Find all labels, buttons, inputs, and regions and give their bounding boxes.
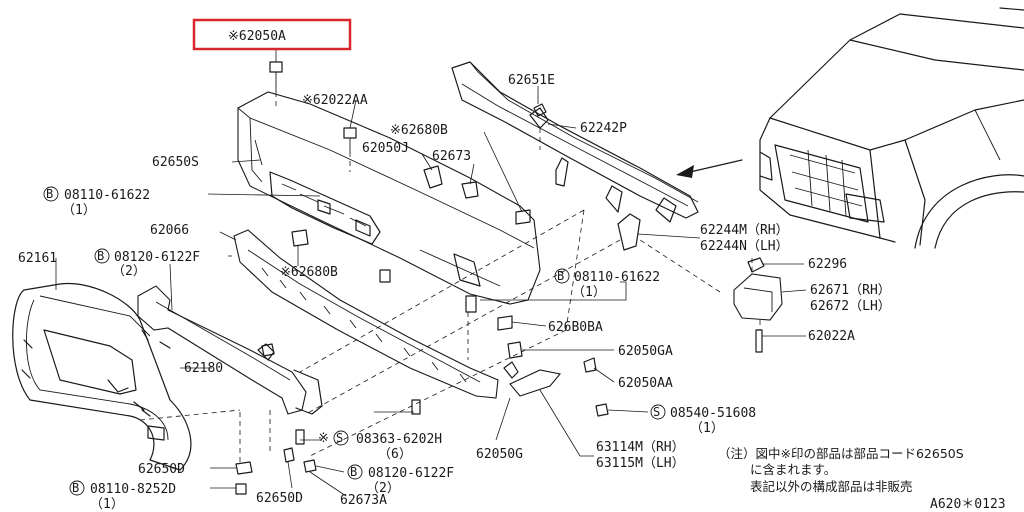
qty-08110-61622-right: （1） [572,285,606,300]
label-62671[interactable]: 62671（RH） [810,283,891,298]
screw-marker-s [650,404,666,420]
label-62022A[interactable]: 62022A [808,329,855,344]
bolt-marker-b [554,268,570,284]
label-62680B-mid[interactable]: ※62680B [280,265,338,280]
label-62650S[interactable]: 62650S [152,155,199,170]
label-08110-8252D[interactable]: 08110-8252D [90,482,176,497]
vehicle-illustration [759,7,1024,249]
label-62161[interactable]: 62161 [18,251,57,266]
footnote-line-2: に含まれます。 [750,462,836,477]
leader-lines [55,50,807,497]
qty-08540-51608: （1） [690,421,724,436]
label-62296[interactable]: 62296 [808,257,847,272]
bolt-marker-b [43,186,59,202]
grille-guard-frame [12,282,192,471]
fasteners [235,61,609,495]
footnote: （注）図中※印の部品は部品コード62650S に含まれます。 表記以外の構成部品… [718,446,1006,512]
label-62050J[interactable]: 62050J [362,141,409,156]
label-62050GA[interactable]: 62050GA [618,344,673,359]
label-08110-61622-left[interactable]: 08110-61622 [64,188,150,203]
part-labels: ※62050A ※62022AA 62651E 62242P ※62680B 6… [18,29,891,512]
label-08110-61622-right[interactable]: 08110-61622 [574,270,660,285]
label-62022AA[interactable]: ※62022AA [302,93,368,108]
label-62680B-top[interactable]: ※62680B [390,123,448,138]
bolt-marker-b [347,464,363,480]
bolt-marker-b-text: B [46,187,53,201]
bolt-marker-b-text: B [97,249,104,263]
label-62242P[interactable]: 62242P [580,121,627,136]
label-62680BA[interactable]: 626B0BA [548,320,603,335]
bumper-reinforcement-bracket [451,61,699,223]
qty-08363-6202H: （6） [378,447,412,462]
label-08120-6122F-bottom[interactable]: 08120-6122F [368,466,454,481]
label-62244N[interactable]: 62244N（LH） [700,239,789,254]
label-08120-6122F-left[interactable]: 08120-6122F [114,250,200,265]
front-bumper-shell [237,91,541,305]
label-62180[interactable]: 62180 [184,361,223,376]
label-62650D-b[interactable]: 62650D [256,491,303,506]
side-bracket [733,257,783,353]
screw-marker-s-text: S [336,431,343,445]
qty-08120-6122F-bottom: （2） [366,481,400,496]
bolt-marker-b-text: B [72,481,79,495]
bolt-marker-b [94,248,110,264]
label-08540-51608[interactable]: 08540-51608 [670,406,756,421]
label-62050G[interactable]: 62050G [476,447,523,462]
label-08363-6202H[interactable]: 08363-6202H [356,432,442,447]
qty-08120-6122F-left: （2） [112,264,146,279]
fog-lamp-bracket [503,341,562,397]
bolt-marker-b-text: B [350,465,357,479]
label-62672[interactable]: 62672（LH） [810,299,891,314]
label-62651E[interactable]: 62651E [508,73,555,88]
highlight-box [192,18,352,51]
label-63115M[interactable]: 63115M（LH） [596,456,685,471]
label-62050AA[interactable]: 62050AA [618,376,673,391]
footnote-line-1: （注）図中※印の部品は部品コード62650S [718,446,964,461]
label-62244M[interactable]: 62244M（RH） [700,223,789,238]
label-62650D-a[interactable]: 62650D [138,462,185,477]
figure-code: A620＊0123 [930,497,1006,512]
label-62673A[interactable]: 62673A [340,493,387,508]
label-63114M[interactable]: 63114M（RH） [596,440,685,455]
label-62673[interactable]: 62673 [432,149,471,164]
bumper-lower-valance [233,229,499,399]
qty-08110-61622-left: （1） [62,203,96,218]
screw-marker-s-text: S [653,405,660,419]
footnote-line-3: 表記以外の構成部品は非販売 [750,479,913,494]
qty-08110-8252D: （1） [90,497,124,512]
bolt-marker-b-text: B [557,269,564,283]
label-62066[interactable]: 62066 [150,223,189,238]
label-62050A[interactable]: ※62050A [228,29,286,44]
prefix-08363-6202H: ※ [318,431,329,446]
bolt-marker-b [69,480,85,496]
assembly-lines [139,92,761,464]
lower-support-beam [137,285,323,415]
upper-side-bracket [617,213,641,251]
direction-arrow [676,159,743,178]
screw-marker-s [333,430,349,446]
